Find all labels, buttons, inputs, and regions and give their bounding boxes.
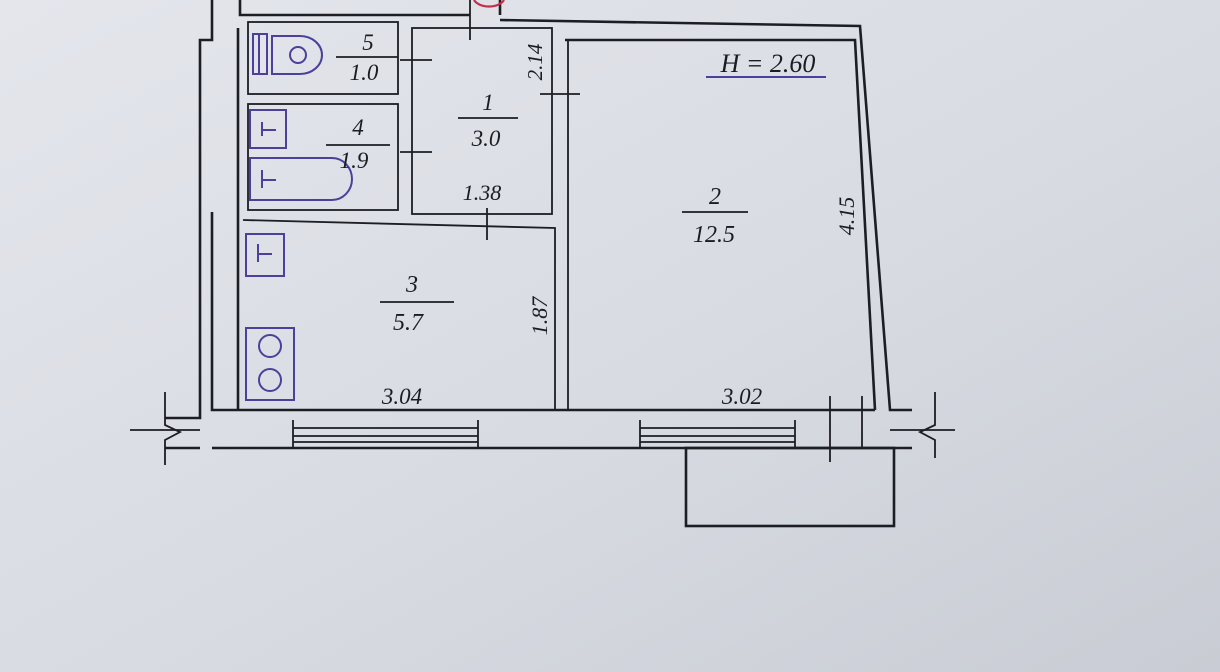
left-break-mark [130,392,200,465]
inner-walls [242,0,580,410]
stove-icon [245,327,295,401]
stamp-mark [473,0,505,8]
toilet-icon [252,33,323,75]
room-number: 2 [709,184,721,210]
window-room-2 [639,420,796,448]
balcony-door-mark [829,396,863,462]
room-label-4: 4 1.9 [326,115,390,173]
room-area: 3.0 [471,126,501,151]
room-label-5: 5 1.0 [336,30,398,85]
dimension-room2-width: 3.02 [721,384,762,409]
balcony [684,446,896,528]
dimension-room3-depth: 1.87 [527,296,552,336]
room-number: 4 [352,115,364,140]
ceiling-height-text: H = 2.60 [720,49,816,78]
room-number: 3 [405,272,418,298]
sink-icon [249,109,287,149]
dimension-corridor-width: 2.14 [523,43,547,80]
dimension-room3-width: 3.04 [381,384,422,409]
ceiling-height-label: H = 2.60 [706,49,826,78]
room-label-3: 3 5.7 [380,272,454,336]
room-number: 1 [482,90,494,115]
bathtub-icon [249,157,353,201]
dimension-room2-depth: 4.15 [834,197,859,236]
room-label-1: 1 3.0 [458,90,518,151]
dimension-corridor-length: 1.38 [463,180,502,205]
right-break-mark [890,392,955,458]
room-area: 1.0 [350,60,379,85]
room-area: 1.9 [340,148,369,173]
room-label-2: 2 12.5 [682,184,748,248]
kitchen-sink-icon [245,233,285,277]
room-area: 12.5 [693,222,735,248]
window-kitchen [292,420,479,448]
room-number: 5 [362,30,374,55]
room-area: 5.7 [393,310,424,336]
